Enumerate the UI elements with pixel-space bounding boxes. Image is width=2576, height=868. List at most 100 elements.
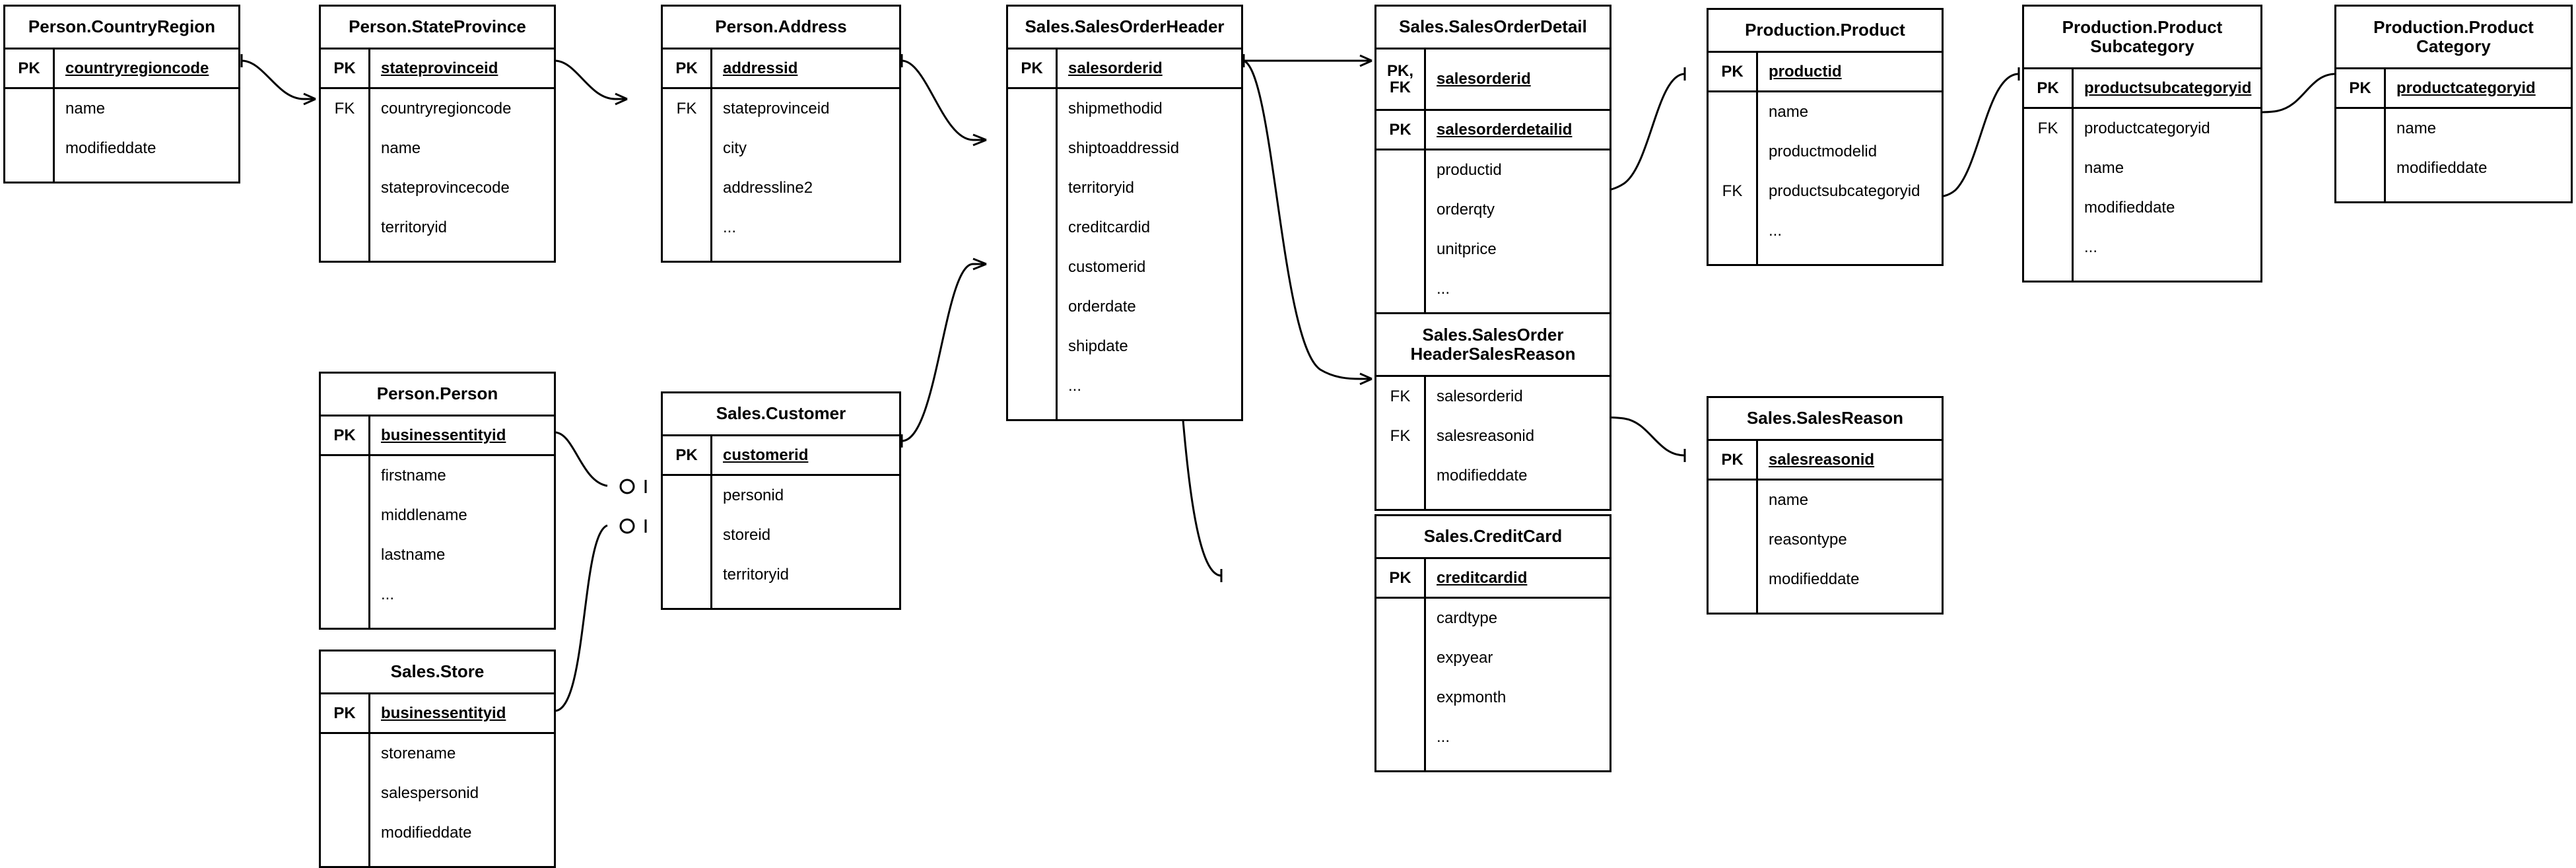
attribute-row[interactable]: name xyxy=(5,89,238,129)
attribute-row[interactable]: unitprice xyxy=(1376,230,1610,269)
attribute-row[interactable]: territoryid xyxy=(663,555,899,595)
attribute-row[interactable]: productmodelid xyxy=(1709,132,1942,172)
attribute-row[interactable]: cardtype xyxy=(1376,599,1610,638)
entity-footer-filler xyxy=(663,595,899,608)
attribute-row[interactable]: middlename xyxy=(321,496,554,535)
attribute-row[interactable]: ... xyxy=(1709,211,1942,251)
attribute-row[interactable]: ... xyxy=(1376,269,1610,309)
attribute-row[interactable]: ... xyxy=(2024,228,2260,267)
attribute-row[interactable]: productid xyxy=(1376,150,1610,190)
attribute-row[interactable]: expmonth xyxy=(1376,678,1610,718)
attribute-row[interactable]: creditcardid xyxy=(1008,208,1241,248)
attribute-row[interactable]: ... xyxy=(321,575,554,615)
attribute-row[interactable]: ... xyxy=(1008,366,1241,406)
attribute-row[interactable]: shipmethodid xyxy=(1008,89,1241,129)
attribute-name: businessentityid xyxy=(381,704,506,722)
key-cell-empty xyxy=(1008,248,1058,287)
attribute-row[interactable]: modifieddate xyxy=(2024,188,2260,228)
attribute-name: creditcardid xyxy=(1068,218,1151,236)
attribute-name: storename xyxy=(381,745,456,762)
attribute-name: personid xyxy=(723,486,784,504)
attribute-row[interactable]: storename xyxy=(321,734,554,774)
attribute-row[interactable]: territoryid xyxy=(1008,168,1241,208)
attribute-row[interactable]: city xyxy=(663,129,899,168)
attribute-row[interactable]: modifieddate xyxy=(1709,560,1942,599)
attribute-name: unitprice xyxy=(1437,240,1497,258)
attribute-row[interactable]: customerid xyxy=(1008,248,1241,287)
attribute-row[interactable]: shiptoaddressid xyxy=(1008,129,1241,168)
key-cell-empty xyxy=(2336,109,2386,149)
attribute-row[interactable]: lastname xyxy=(321,535,554,575)
attribute-name: productsubcategoryid xyxy=(1769,182,1920,200)
attribute-row[interactable]: name xyxy=(2336,109,2571,149)
key-cell-empty xyxy=(1376,496,1426,509)
entity-footer-filler xyxy=(2024,267,2260,281)
attribute-row[interactable]: ... xyxy=(1376,718,1610,757)
attribute-name: modifieddate xyxy=(381,824,472,842)
attribute-row[interactable]: modifieddate xyxy=(1376,456,1610,496)
attribute-row[interactable]: name xyxy=(2024,149,2260,188)
attribute-row[interactable]: expyear xyxy=(1376,638,1610,678)
attribute-row[interactable]: orderdate xyxy=(1008,287,1241,327)
key-badge: FK xyxy=(663,89,712,129)
attribute-row[interactable]: modifieddate xyxy=(321,813,554,853)
attribute-row[interactable]: orderqty xyxy=(1376,190,1610,230)
entity-title: Production.Product Category xyxy=(2336,7,2571,69)
attribute-row[interactable]: shipdate xyxy=(1008,327,1241,366)
attribute-row[interactable]: name xyxy=(1709,92,1942,132)
key-cell-empty xyxy=(321,813,370,853)
attribute-row[interactable]: stateprovincecode xyxy=(321,168,554,208)
attribute-row[interactable]: ... xyxy=(663,208,899,248)
attribute-row[interactable]: firstname xyxy=(321,456,554,496)
attribute-row[interactable]: personid xyxy=(663,476,899,516)
attribute-row[interactable]: name xyxy=(1709,481,1942,520)
attribute-row[interactable]: modifieddate xyxy=(5,129,238,168)
attribute-row[interactable]: salespersonid xyxy=(321,774,554,813)
attribute-row[interactable]: modifieddate xyxy=(2336,149,2571,188)
attribute-name: salespersonid xyxy=(381,784,479,802)
attribute-row[interactable]: name xyxy=(321,129,554,168)
attribute-row[interactable]: addressline2 xyxy=(663,168,899,208)
attribute-row[interactable]: reasontype xyxy=(1709,520,1942,560)
attribute-name: stateprovinceid xyxy=(381,59,498,77)
attribute-row[interactable]: storeid xyxy=(663,516,899,555)
attribute-row[interactable]: territoryid xyxy=(321,208,554,248)
